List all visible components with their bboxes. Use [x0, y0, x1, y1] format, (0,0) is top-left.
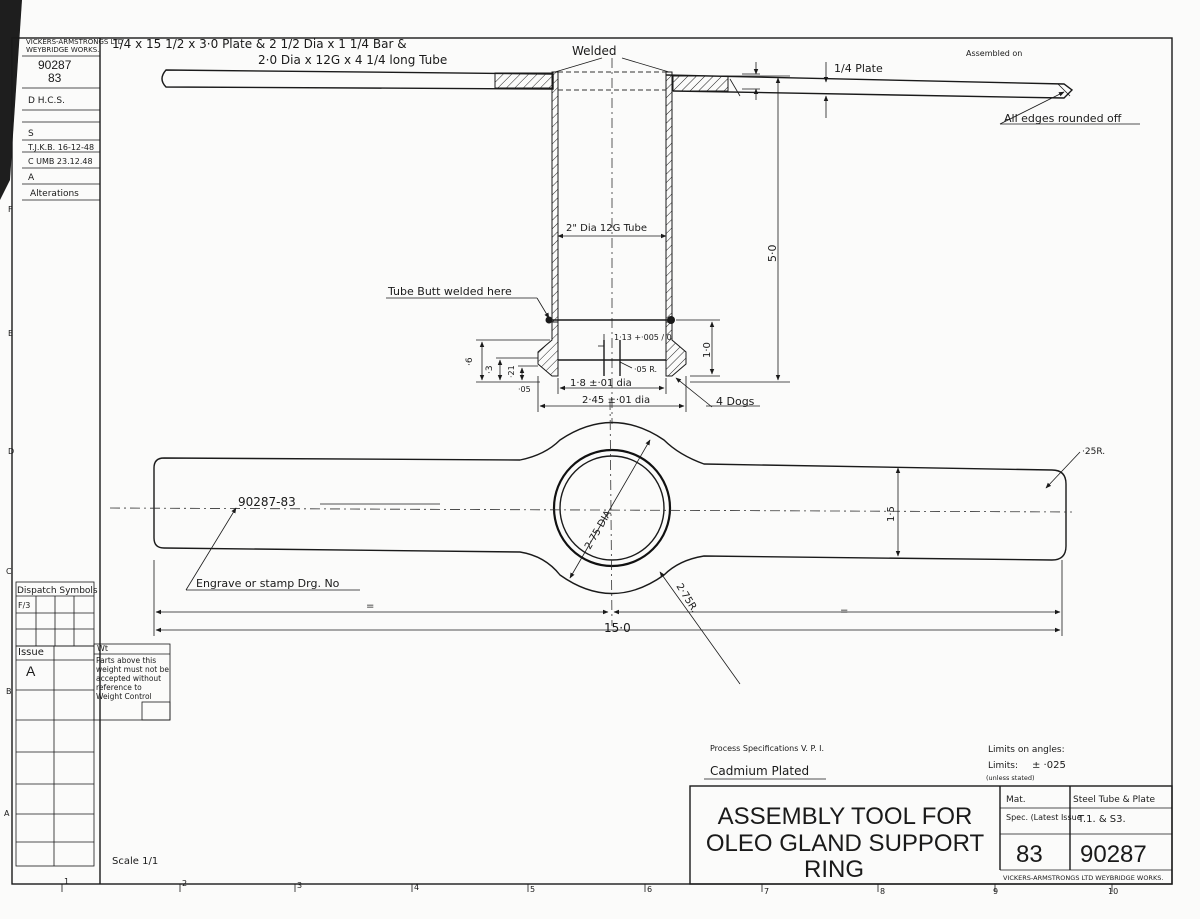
dim-1-8-dia: 1·8 ±·01 dia	[570, 378, 632, 389]
dogs-label: 4 Dogs	[716, 395, 755, 408]
equal-right: =	[840, 606, 848, 617]
title-issue: 83	[1016, 841, 1043, 868]
dim-5-0: 5·0	[766, 245, 779, 263]
zone-col-4: 4	[414, 883, 419, 892]
assembled-on-label: Assembled on	[966, 49, 1022, 58]
process-spec: Process Specifications V. P. I.	[710, 744, 824, 753]
dim-1-13: 1·13 +·005 / 0	[614, 333, 672, 342]
title-line1: ASSEMBLY TOOL FOR	[718, 803, 973, 830]
side-issue-number: 83	[48, 71, 62, 85]
scan-shadow	[0, 0, 22, 200]
dim-0-21: ·21	[507, 365, 516, 378]
finish-note: Cadmium Plated	[710, 764, 809, 778]
mat-value: Steel Tube & Plate	[1073, 795, 1155, 805]
materials-line1: 1/4 x 15 1/2 x 3·0 Plate & 2 1/2 Dia x 1…	[112, 37, 407, 51]
zone-col-9: 9	[993, 887, 998, 896]
zone-row-b: B	[6, 687, 12, 696]
dim-0-6: ·6	[465, 357, 475, 366]
zone-col-1: 1	[64, 877, 69, 886]
weight-note: Parts above this weight must not be acce…	[96, 656, 170, 701]
materials-line2: 2·0 Dia x 12G x 4 1/4 long Tube	[258, 53, 447, 67]
s-label: S	[28, 129, 34, 139]
zone-row-a: A	[4, 809, 10, 818]
dim-05-radius: ·05 R.	[634, 365, 657, 374]
zone-col-5: 5	[530, 885, 535, 894]
t-entry: T.J.K.B. 16-12-48	[27, 143, 94, 152]
issue-value: A	[26, 663, 36, 679]
zone-ticks	[61, 884, 1113, 892]
a-entry: A	[28, 173, 35, 183]
company-line2: WEYBRIDGE WORKS.	[26, 46, 99, 54]
zone-col-8: 8	[880, 887, 885, 896]
welded-label: Welded	[572, 44, 617, 58]
mat-label: Mat.	[1006, 795, 1026, 805]
engrave-note: Engrave or stamp Drg. No	[196, 577, 340, 590]
dim-0-3: ·3	[485, 365, 495, 374]
spec-value: T.1. & S3.	[1077, 814, 1126, 825]
dim-2-75-dia: 2·75 DIA	[583, 509, 614, 552]
dim-2-45-dia: 2·45 ±·01 dia	[582, 395, 650, 406]
plate-label: 1/4 Plate	[834, 62, 883, 75]
dispatch-title: Dispatch Symbols	[17, 586, 98, 596]
zone-row-e: E	[8, 329, 13, 338]
zone-row-f: F	[8, 205, 13, 214]
dhcs-label: D H.C.S.	[28, 96, 65, 106]
spec-label: Spec. (Latest Issue	[1006, 813, 1082, 822]
dim-15-0: 15·0	[604, 621, 631, 635]
zone-col-10: 10	[1108, 887, 1118, 896]
zone-row-c: C	[6, 567, 12, 576]
dim-0-25-radius: ·25R.	[1082, 447, 1105, 457]
limits-value: ± ·025	[1032, 760, 1066, 771]
weight-wt: Wt	[97, 644, 108, 653]
zone-row-d: D	[8, 447, 14, 456]
part-number: 90287-83	[238, 495, 296, 509]
edges-note: All edges rounded off	[1004, 112, 1122, 125]
title-number: 90287	[1080, 841, 1147, 868]
side-drawing-number: 90287	[38, 58, 72, 72]
title-footer: VICKERS-ARMSTRONGS LTD WEYBRIDGE WORKS.	[1003, 874, 1163, 882]
plan-view	[109, 399, 1081, 685]
butt-weld-note: Tube Butt welded here	[387, 285, 512, 298]
dim-1-5: 1·5	[886, 506, 897, 522]
zone-col-6: 6	[647, 885, 652, 894]
limits-label: Limits:	[988, 761, 1018, 771]
tube-label: 2" Dia 12G Tube	[566, 223, 647, 234]
dim-1-0: 1·0	[702, 342, 713, 358]
title-block-frame	[689, 778, 1173, 885]
limits-note: (unless stated)	[986, 774, 1035, 782]
limits-angles: Limits on angles:	[988, 745, 1065, 755]
company-line1: VICKERS-ARMSTRONGS LTD	[26, 38, 123, 46]
dim-0-05: ·05	[518, 385, 531, 394]
zone-col-2: 2	[182, 879, 187, 888]
alterations-label: Alterations	[30, 189, 79, 199]
c-entry: C UMB 23.12.48	[28, 157, 93, 166]
dispatch-f3: F/3	[18, 601, 30, 610]
title-line3: RING	[804, 856, 864, 883]
zone-col-3: 3	[297, 881, 302, 890]
section-view	[161, 57, 1140, 424]
issue-title: Issue	[18, 647, 44, 658]
zone-col-7: 7	[764, 887, 769, 896]
equal-left: =	[366, 601, 374, 612]
left-side-block	[15, 55, 171, 867]
sheet-border	[11, 37, 1173, 885]
title-line2: OLEO GLAND SUPPORT	[706, 830, 985, 857]
scale-label: Scale 1/1	[112, 856, 158, 867]
